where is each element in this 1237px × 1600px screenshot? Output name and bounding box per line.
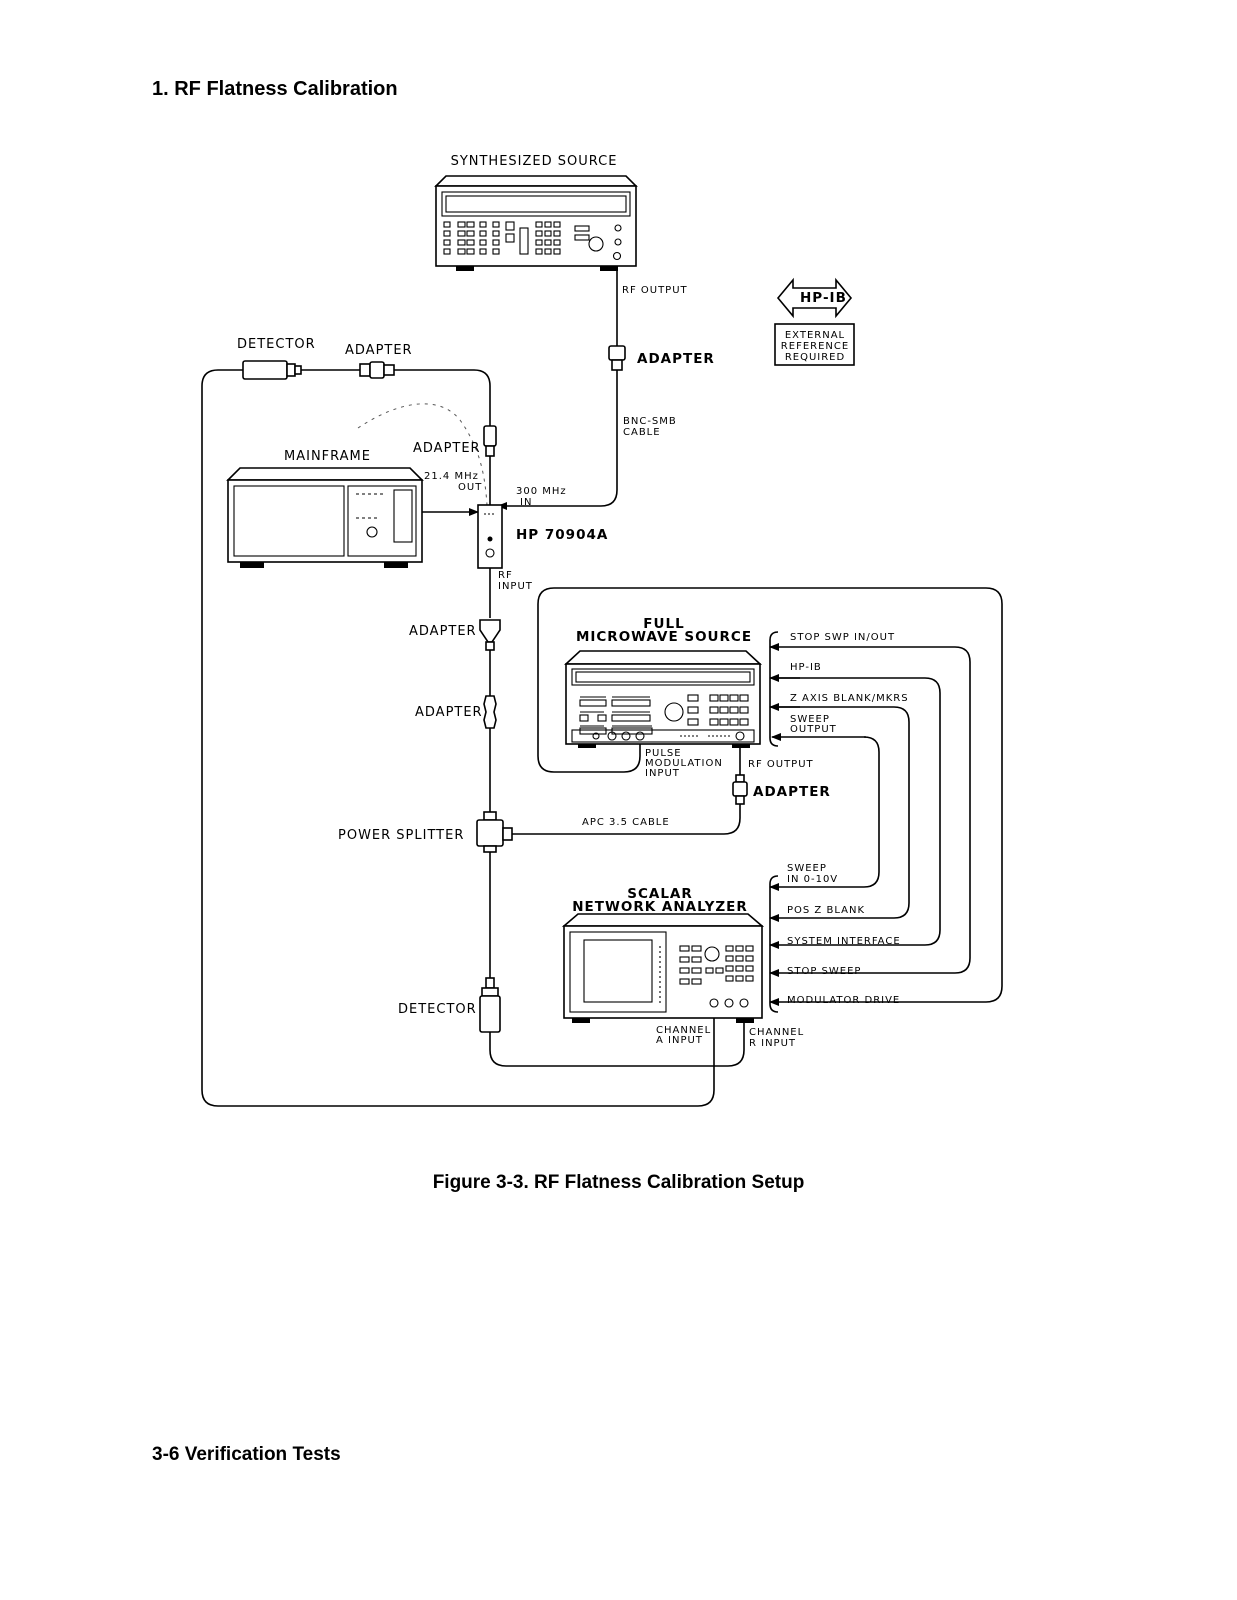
label-hp-70904a: HP 70904A bbox=[516, 527, 608, 543]
label-synth-rf-output: RF OUTPUT bbox=[622, 285, 688, 296]
label-external: EXTERNAL bbox=[785, 330, 845, 341]
label-apc-cable: APC 3.5 CABLE bbox=[582, 817, 670, 828]
label-source-hpib: HP-IB bbox=[790, 662, 822, 673]
adapter-top bbox=[359, 361, 395, 379]
label-bnc-smb: BNC-SMB bbox=[623, 416, 677, 427]
power-splitter bbox=[476, 811, 513, 853]
label-adapter-module: ADAPTER bbox=[413, 441, 481, 456]
adapter-source-out bbox=[732, 774, 748, 805]
label-power-splitter: POWER SPLITTER bbox=[338, 828, 464, 843]
label-microwave-source: MICROWAVE SOURCE bbox=[576, 629, 752, 645]
label-adapter-source-out: ADAPTER bbox=[753, 784, 831, 800]
section-heading: 1. RF Flatness Calibration bbox=[152, 78, 398, 100]
label-modulation: MODULATION bbox=[645, 758, 723, 769]
label-stop-sweep: STOP SWEEP bbox=[787, 966, 861, 977]
label-adapter-synth: ADAPTER bbox=[637, 351, 715, 367]
label-sweep-in-1: SWEEP bbox=[787, 863, 827, 874]
cable-system-interface bbox=[769, 677, 941, 949]
label-system-interface: SYSTEM INTERFACE bbox=[787, 936, 901, 947]
label-modulator-drive: MODULATOR DRIVE bbox=[787, 995, 900, 1006]
label-sweep-output-1: SWEEP bbox=[790, 714, 830, 725]
mainframe bbox=[226, 467, 424, 568]
label-pos-z-blank: POS Z BLANK bbox=[787, 905, 865, 916]
label-adapter-mid: ADAPTER bbox=[415, 705, 483, 720]
label-source-rf-output: RF OUTPUT bbox=[748, 759, 814, 770]
detector-top bbox=[242, 360, 302, 380]
cable-adapter-to-module bbox=[300, 369, 491, 426]
hpib-legend bbox=[774, 277, 855, 366]
diagram-labels: SYNTHESIZED SOURCE RF OUTPUT HP-IB EXTER… bbox=[237, 154, 909, 1049]
cable-pos-z-blank bbox=[769, 706, 910, 922]
scalar-network-analyzer bbox=[561, 913, 765, 1023]
adapter-rf-input bbox=[479, 619, 501, 651]
label-channel-a-2: A INPUT bbox=[656, 1035, 703, 1046]
detector-bottom bbox=[479, 977, 501, 1033]
label-300mhz-in: IN bbox=[520, 497, 532, 508]
cable-stop-sweep bbox=[769, 646, 971, 977]
hp-70904a-module bbox=[477, 504, 503, 569]
label-scalar: SCALAR bbox=[627, 886, 693, 902]
adapter-module bbox=[483, 425, 497, 457]
label-adapter-rf-input: ADAPTER bbox=[409, 624, 477, 639]
label-sweep-in-2: IN 0-10V bbox=[787, 874, 838, 885]
label-pulse: PULSE bbox=[645, 748, 682, 759]
label-sweep-output-2: OUTPUT bbox=[790, 724, 837, 735]
label-channel-a-1: CHANNEL bbox=[656, 1025, 711, 1036]
cable-detector-to-channel-r bbox=[489, 1010, 745, 1067]
label-network-analyzer: NETWORK ANALYZER bbox=[572, 899, 748, 915]
cable-detector-to-channel-a bbox=[201, 369, 715, 1107]
synthesized-source bbox=[434, 175, 638, 271]
figure-caption: Figure 3-3. RF Flatness Calibration Setu… bbox=[432, 1172, 805, 1193]
label-pulse-input: INPUT bbox=[645, 768, 680, 779]
label-300mhz: 300 MHz bbox=[516, 486, 567, 497]
label-adapter-top: ADAPTER bbox=[345, 343, 413, 358]
adapter-mid bbox=[483, 695, 497, 729]
label-rf: RF bbox=[498, 570, 513, 581]
label-hpib-legend: HP-IB bbox=[800, 290, 847, 306]
label-reference: REFERENCE bbox=[781, 341, 849, 352]
cable-pulse-modulation bbox=[537, 587, 1003, 1006]
label-full: FULL bbox=[643, 616, 684, 632]
cable-sweep bbox=[769, 736, 880, 891]
label-bnc-cable: CABLE bbox=[623, 427, 661, 438]
label-21mhz: 21.4 MHz bbox=[424, 471, 479, 482]
label-required: REQUIRED bbox=[785, 352, 845, 363]
label-channel-r-1: CHANNEL bbox=[749, 1027, 804, 1038]
cable-bnc-smb bbox=[497, 370, 618, 510]
page-footer: 3-6 Verification Tests bbox=[152, 1444, 341, 1465]
label-rf-input: INPUT bbox=[498, 581, 533, 592]
full-microwave-source bbox=[563, 650, 763, 748]
label-stop-swp: STOP SWP IN/OUT bbox=[790, 632, 895, 643]
label-detector-top: DETECTOR bbox=[237, 337, 316, 352]
label-synthesized-source: SYNTHESIZED SOURCE bbox=[451, 154, 618, 169]
label-21mhz-out: OUT bbox=[458, 482, 482, 493]
label-z-axis: Z AXIS BLANK/MKRS bbox=[790, 693, 909, 704]
adapter-synth bbox=[608, 345, 626, 371]
label-mainframe: MAINFRAME bbox=[284, 449, 371, 464]
label-detector-bottom: DETECTOR bbox=[398, 1002, 477, 1017]
label-channel-r-2: R INPUT bbox=[749, 1038, 796, 1049]
